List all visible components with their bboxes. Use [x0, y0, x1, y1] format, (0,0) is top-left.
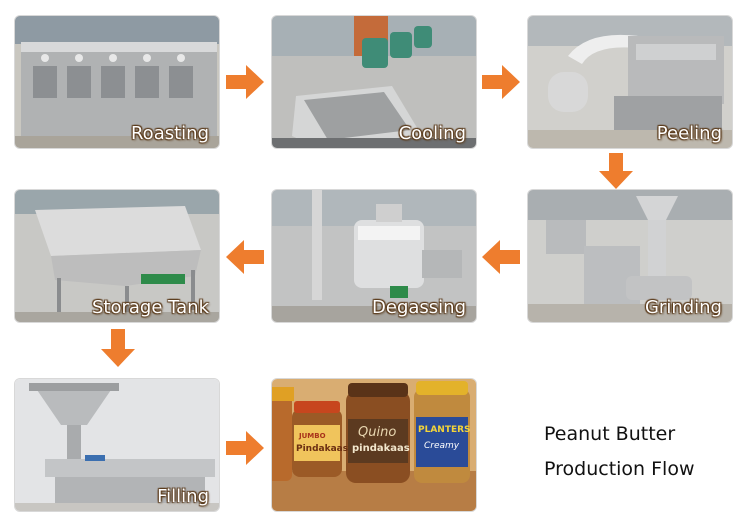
arrow-left-icon: [226, 240, 264, 274]
storage-tank-photo: [15, 190, 219, 322]
filling-machine-photo: [15, 379, 219, 511]
arrow-down-icon: [599, 153, 633, 189]
peeling-machine-photo: [528, 16, 732, 148]
jar2-brand: Quino: [358, 425, 397, 440]
jar3-product: Creamy: [424, 441, 460, 451]
step-storage-tank: Storage Tank: [14, 189, 220, 323]
step-label-filling: Filling: [157, 486, 209, 507]
step-label-roasting: Roasting: [130, 123, 209, 144]
step-degassing: Degassing: [271, 189, 477, 323]
caption-line-1: Peanut Butter: [544, 423, 676, 445]
jar1-product: Pindakaas: [296, 444, 349, 454]
roasting-machine-photo: [15, 16, 219, 148]
step-filling: Filling: [14, 378, 220, 512]
step-label-grinding: Grinding: [644, 297, 722, 318]
step-label-cooling: Cooling: [398, 123, 466, 144]
arrow-right-icon: [226, 431, 264, 465]
step-grinding: Grinding: [527, 189, 733, 323]
arrow-left-icon: [482, 240, 520, 274]
step-roasting: Roasting: [14, 15, 220, 149]
arrow-down-icon: [101, 329, 135, 367]
colloid-mill-photo: [528, 190, 732, 322]
step-label-storage-tank: Storage Tank: [91, 297, 209, 318]
step-finished-product: JUMBO Pindakaas Quino pindakaas PLANTERS…: [271, 378, 477, 512]
caption-line-2: Production Flow: [544, 458, 695, 480]
step-cooling: Cooling: [271, 15, 477, 149]
peanut-butter-jars-photo: [272, 379, 476, 511]
jar2-product: pindakaas: [352, 443, 410, 454]
step-label-peeling: Peeling: [656, 123, 722, 144]
step-label-degassing: Degassing: [372, 297, 466, 318]
jar3-brand: PLANTERS: [418, 425, 471, 435]
arrow-right-icon: [226, 65, 264, 99]
jar1-brand: JUMBO: [299, 432, 326, 440]
step-peeling: Peeling: [527, 15, 733, 149]
cooling-conveyor-photo: [272, 16, 476, 148]
degassing-tank-photo: [272, 190, 476, 322]
arrow-right-icon: [482, 65, 520, 99]
